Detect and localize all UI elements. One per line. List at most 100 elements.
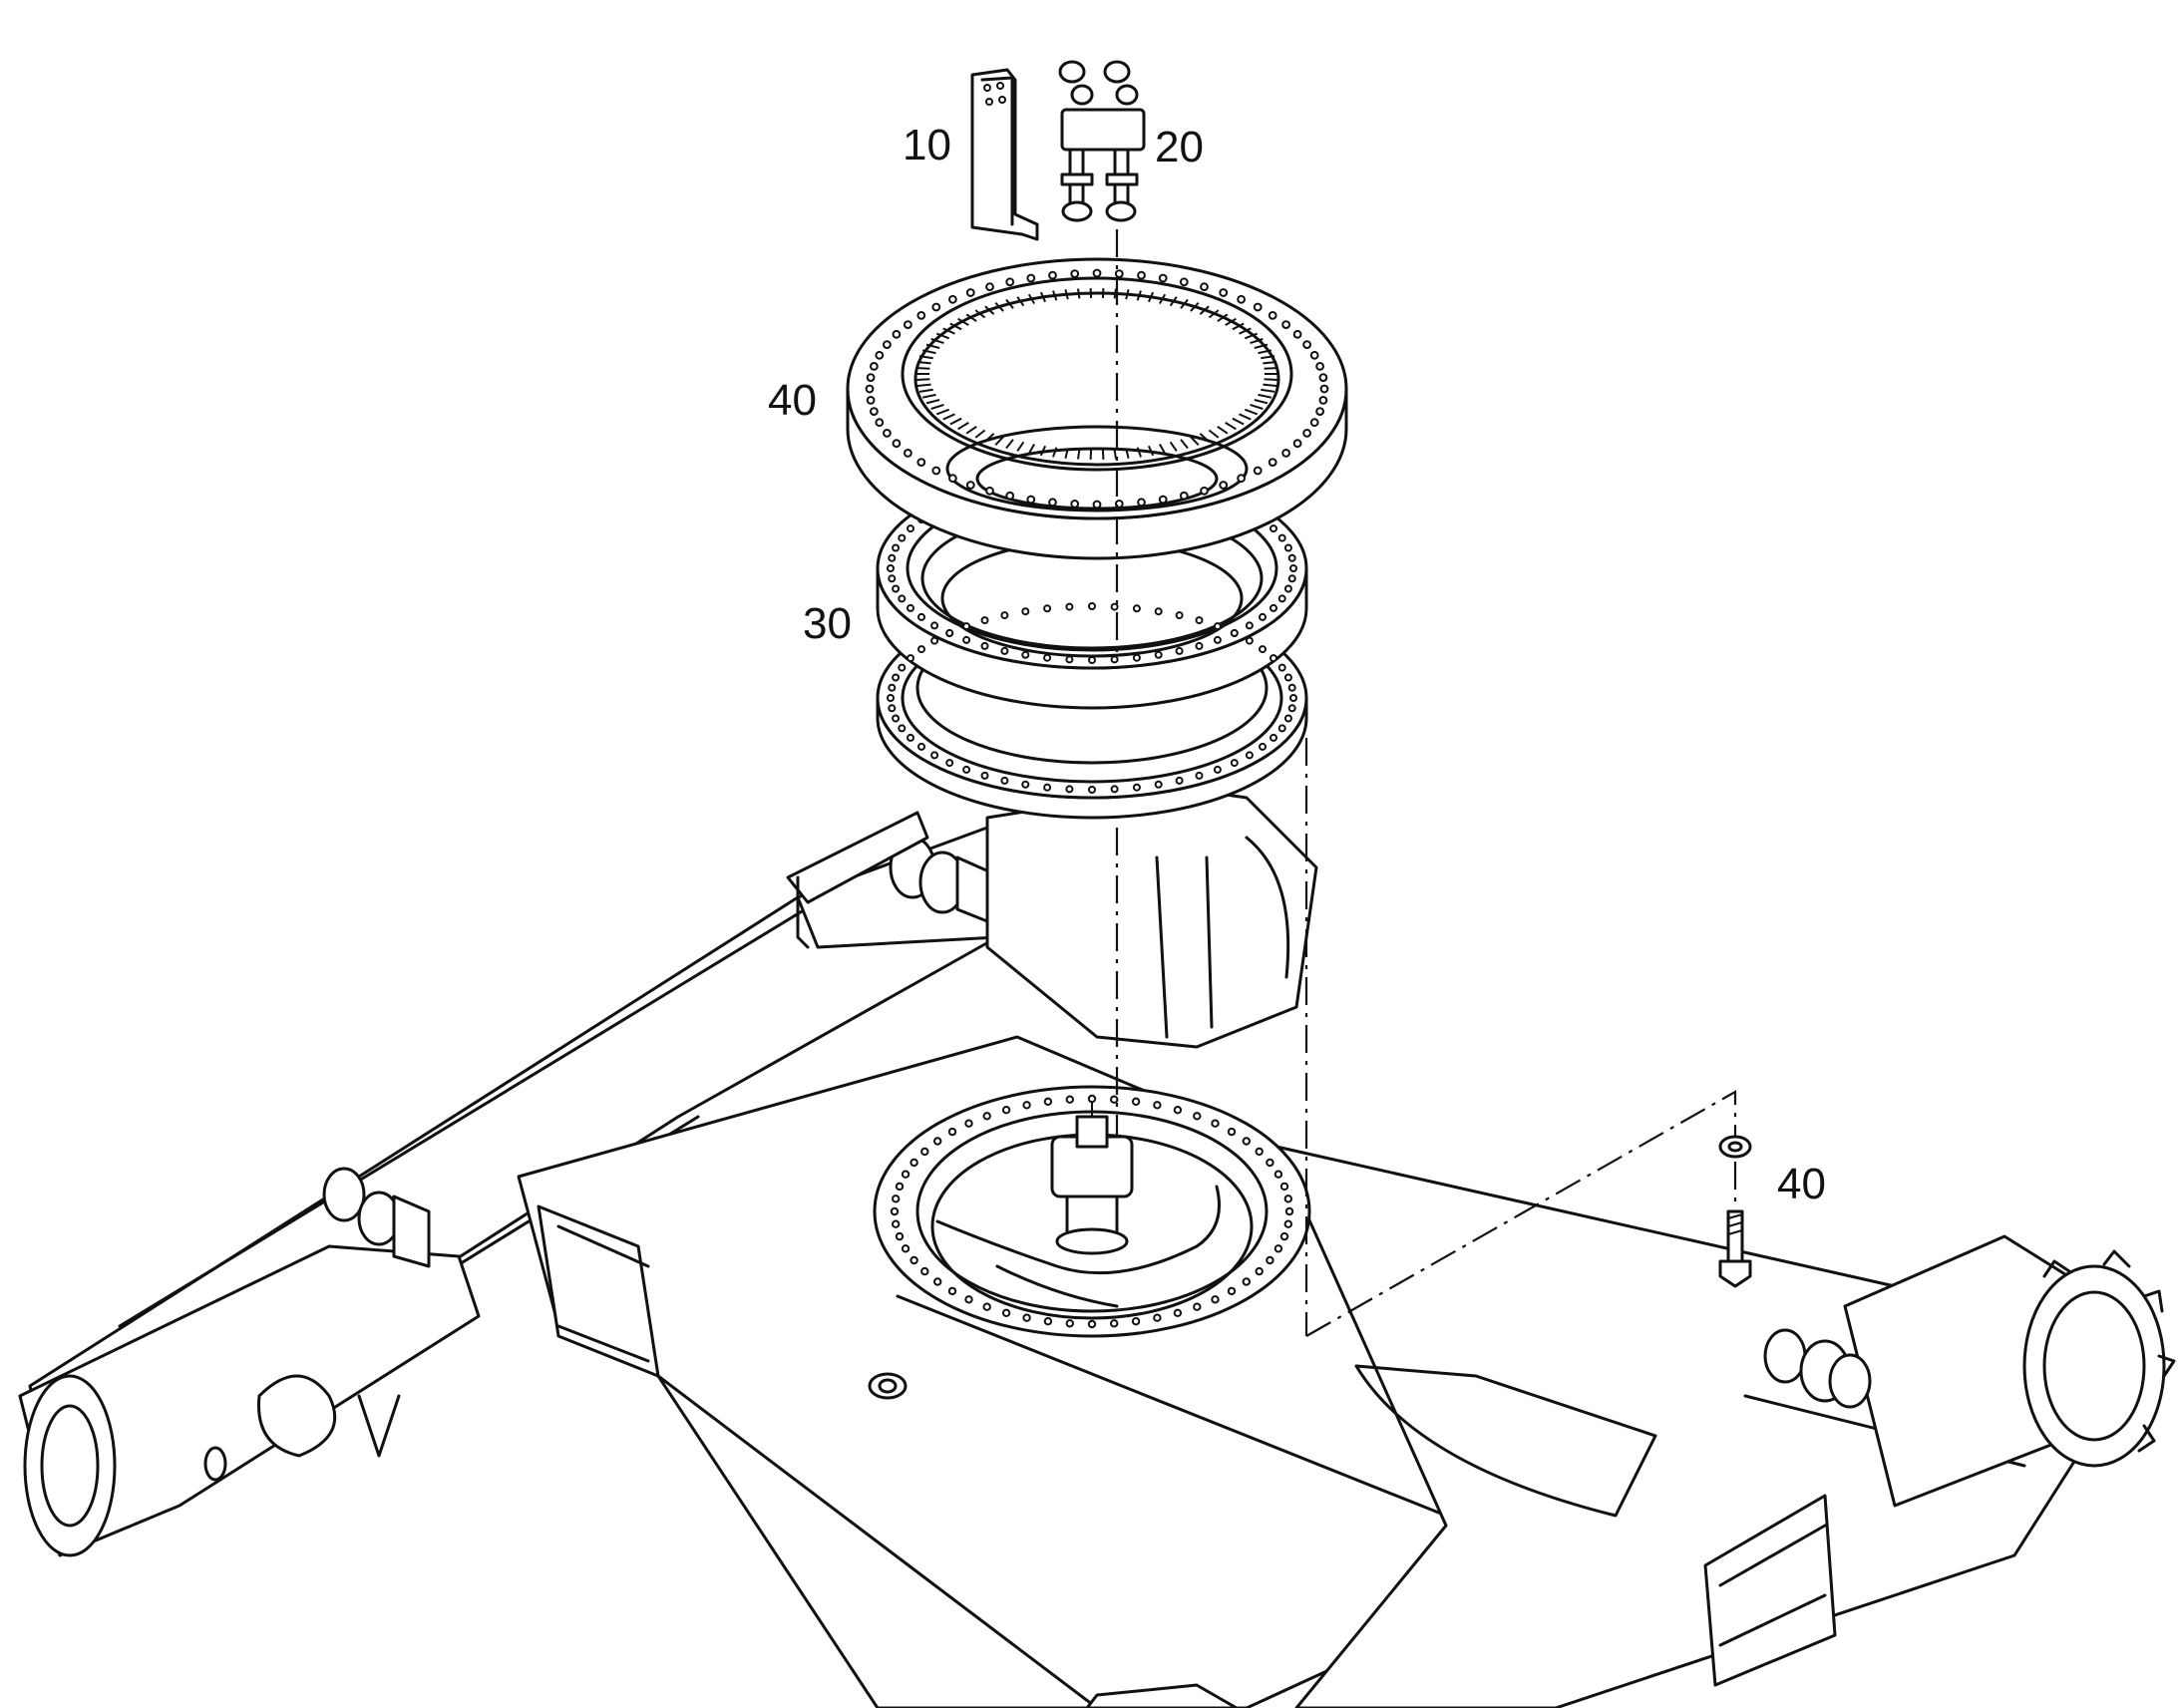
gear-tooth (1147, 291, 1155, 303)
mounting-ring-bolt-hole (1193, 1302, 1202, 1311)
slewing-ring-bolt-hole (917, 742, 925, 751)
mounting-ring-bolt-hole (920, 1266, 929, 1276)
slewing-ring-bolt-hole (1065, 655, 1074, 664)
mounting-ring-bolt-hole (1043, 1097, 1053, 1107)
mounting-ring-bolt-hole (1279, 1182, 1289, 1192)
slewing-ring-bolt-hole (945, 759, 954, 768)
gear-tooth (1208, 309, 1220, 319)
gear-tooth (974, 429, 986, 439)
slewing-ring-bolt-hole (1110, 602, 1119, 611)
gear-tooth (1239, 413, 1252, 421)
mounting-ring-bolt-hole (1273, 1170, 1283, 1179)
gear-tooth (1244, 408, 1259, 416)
gear-tooth (1077, 449, 1081, 460)
gear-ring-bolt-hole (985, 282, 994, 292)
gear-tooth (1250, 338, 1264, 345)
slewing-ring-bolt-hole (930, 621, 939, 630)
gear-ring-bolt-hole (1237, 474, 1246, 484)
slewing-ring-bolt-hole (1213, 765, 1222, 774)
gear-tooth (942, 327, 955, 335)
mounting-ring-bolt-holes (890, 1094, 1294, 1329)
gear-ring-bolt-hole (948, 474, 957, 484)
gear-ring-bolt-hole (904, 449, 912, 458)
gear-ring-bolt-hole (1048, 498, 1057, 508)
slewing-ring-bolt-hole (888, 553, 897, 562)
mounting-ring-bolt-hole (1131, 1097, 1141, 1107)
callout-labels: 10 20 40 30 40 (768, 121, 1826, 1208)
slewing-ring-bolt-hole (1245, 636, 1254, 645)
slewing-ring-bolt-hole (962, 765, 971, 774)
mounting-ring-bolt-hole (1211, 1119, 1220, 1128)
slewing-ring-bolt-hole (1132, 783, 1141, 792)
mounting-ring-bolt-hole (1110, 1095, 1119, 1104)
gear-ring-bolt-hole (1319, 384, 1329, 394)
slewing-ring-bolt-hole (1277, 533, 1286, 542)
slewing-ring-bolt-hole (888, 574, 897, 583)
slewing-ring-bolt-hole (898, 594, 907, 603)
gear-ring-bolt-hole (1026, 273, 1036, 283)
slewing-ring-bolt-hole (1088, 786, 1096, 794)
gear-ring-bolt-hole (1092, 268, 1102, 278)
gear-tooth (921, 349, 936, 355)
gear-tooth (1190, 436, 1200, 446)
gear-tooth (1005, 298, 1014, 309)
slewing-ring-bolt-hole (907, 733, 914, 742)
mounting-ring-bolt-hole (1242, 1137, 1252, 1146)
slewing-ring-bolt-hole (888, 704, 897, 713)
gear-ring-bolt-hole (1281, 320, 1290, 330)
slewing-ring-bolt-hole (1287, 704, 1296, 713)
slewing-ring-bolt-hole (1213, 622, 1222, 631)
slewing-ring-bolt-hole (1154, 780, 1163, 789)
slewing-ring-bolt-hole (1289, 694, 1297, 702)
gear-tooth (957, 317, 969, 326)
gear-tooth (1217, 425, 1229, 435)
gear-tooth (994, 302, 1004, 312)
slewing-ring-bolt-hole (898, 724, 907, 733)
bracket-part-10 (970, 68, 1039, 241)
slewing-ring-bolt-hole (887, 564, 895, 572)
slewing-ring-bolt-hole (980, 641, 989, 650)
slewing-ring-bolt-hole (1132, 604, 1141, 613)
gear-tooth (1225, 317, 1237, 326)
mounting-ring-bolt-hole (964, 1119, 973, 1128)
slewing-ring-bolt-hole (1065, 785, 1074, 794)
gear-tooth (957, 422, 969, 431)
slewing-ring-bolt-hole (1270, 733, 1277, 742)
slewing-ring-bolt-hole (1043, 783, 1052, 792)
slewing-ring-bolt-hole (1195, 641, 1204, 650)
slewing-ring-bolt-hole (1270, 524, 1277, 533)
slewing-ring-bolt-hole (1259, 645, 1267, 654)
gear-ring-bolt-hole (1179, 491, 1189, 501)
slewing-ring-bolt-hole (980, 616, 989, 625)
gear-tooth (984, 433, 995, 443)
mounting-ring-bolt-hole (909, 1158, 918, 1168)
gear-tooth (1199, 305, 1210, 315)
gear-tooth (1027, 293, 1035, 304)
gear-ring-bolt-hole (1318, 373, 1328, 383)
slewing-ring-bolt-hole (1213, 635, 1222, 644)
mounting-ring-bolt-hole (1283, 1195, 1293, 1203)
gear-tooth (1125, 448, 1130, 459)
mounting-ring-bolt-hole (1255, 1266, 1264, 1276)
slewing-ring-bolt-hole (917, 612, 925, 621)
slewing-ring-bolt-hole (1000, 776, 1009, 785)
gear-tooth (1232, 322, 1245, 331)
gear-ring-bolt-hole (1268, 311, 1277, 320)
slewing-ring-bolt-hole (1283, 584, 1292, 593)
mounting-ring-bolt-hole (1242, 1277, 1252, 1286)
slewing-ring-bolt-hole (1110, 655, 1119, 664)
gear-ring-bolt-hole (883, 340, 892, 350)
slewing-ring-bolt-hole (1088, 656, 1096, 664)
mounting-ring-bolt-hole (933, 1277, 942, 1286)
gear-tooth (1264, 367, 1278, 370)
slewing-ring-bolt-hole (1245, 621, 1254, 630)
gear-tooth (1232, 417, 1245, 426)
lifting-device-part-20 (1058, 60, 1146, 222)
gear-ring-bolt-hole (1292, 329, 1302, 339)
slewing-ring-bolt-hole (1021, 780, 1030, 789)
slewing-ring-bolt-hole (1277, 663, 1286, 672)
gear-tooth (930, 338, 944, 345)
gear-tooth (1064, 448, 1069, 459)
slewing-ring-bolt-hole (1259, 612, 1267, 621)
